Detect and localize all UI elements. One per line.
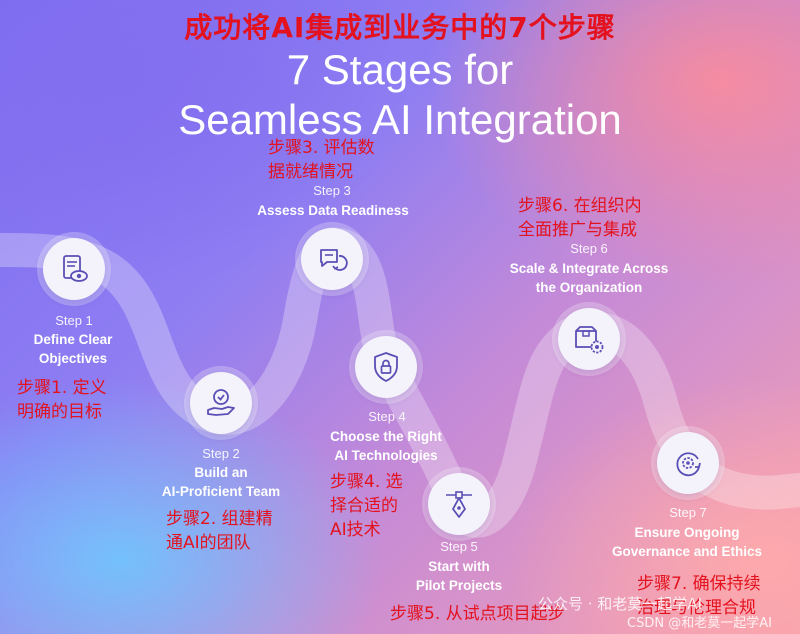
- cycle-gear-icon: [676, 452, 701, 477]
- step-4-node: [355, 336, 417, 398]
- box-gear-icon: [575, 326, 604, 354]
- title-line-2: Seamless AI Integration: [178, 96, 622, 143]
- step-1-node: [43, 238, 105, 300]
- step-5-title: Start with Pilot Projects: [415, 559, 503, 593]
- step-1-title: Define Clear Objectives: [33, 332, 113, 366]
- step-7-cn-note: 步骤7. 确保持续 治理与伦理合规: [637, 574, 761, 618]
- step-2-node: [190, 372, 252, 434]
- chinese-title: 成功将AI集成到业务中的7个步骤: [184, 11, 616, 44]
- step-4-number: Step 4: [368, 409, 406, 424]
- step-1-number: Step 1: [55, 313, 93, 328]
- pen-tool-icon: [446, 491, 472, 518]
- step-3-node: [301, 228, 363, 290]
- step-6-number: Step 6: [570, 241, 608, 256]
- step-7-title: Ensure Ongoing Governance and Ethics: [611, 525, 763, 559]
- step-1-cn-note: 步骤1. 定义 明确的目标: [17, 378, 107, 422]
- step-2-number: Step 2: [202, 446, 240, 461]
- step-6-cn-note: 步骤6. 在组织内 全面推广与集成: [518, 196, 642, 240]
- shield-lock-icon: [374, 352, 398, 382]
- step-4-title: Choose the Right AI Technologies: [330, 429, 442, 463]
- hand-badge-icon: [207, 389, 235, 416]
- wechat-watermark: 公众号 · 和老莫一起学AI: [538, 595, 702, 613]
- step-6-node: [558, 308, 620, 370]
- step-3-title: Assess Data Readiness: [257, 203, 409, 218]
- step-6-title: Scale & Integrate Across the Organizatio…: [509, 261, 669, 295]
- step-3-number: Step 3: [313, 183, 351, 198]
- step-5-node: [428, 473, 490, 535]
- step-3-cn-note: 步骤3. 评估数 据就绪情况: [268, 138, 375, 182]
- step-2-cn-note: 步骤2. 组建精 通AI的团队: [166, 509, 273, 553]
- step-7-number: Step 7: [669, 505, 707, 520]
- title-line-1: 7 Stages for: [286, 46, 514, 93]
- document-eye-icon: [63, 255, 88, 282]
- step-4-cn-note: 步骤4. 选 择合适的 AI技术: [330, 472, 403, 540]
- csdn-watermark: CSDN @和老莫一起学AI: [627, 616, 772, 631]
- step-5-cn-note: 步骤5. 从试点项目起步: [390, 604, 565, 624]
- step-7-node: [657, 432, 719, 494]
- step-5-number: Step 5: [440, 539, 478, 554]
- step-2-title: Build an AI-Proficient Team: [161, 465, 281, 499]
- chat-refresh-icon: [320, 249, 348, 271]
